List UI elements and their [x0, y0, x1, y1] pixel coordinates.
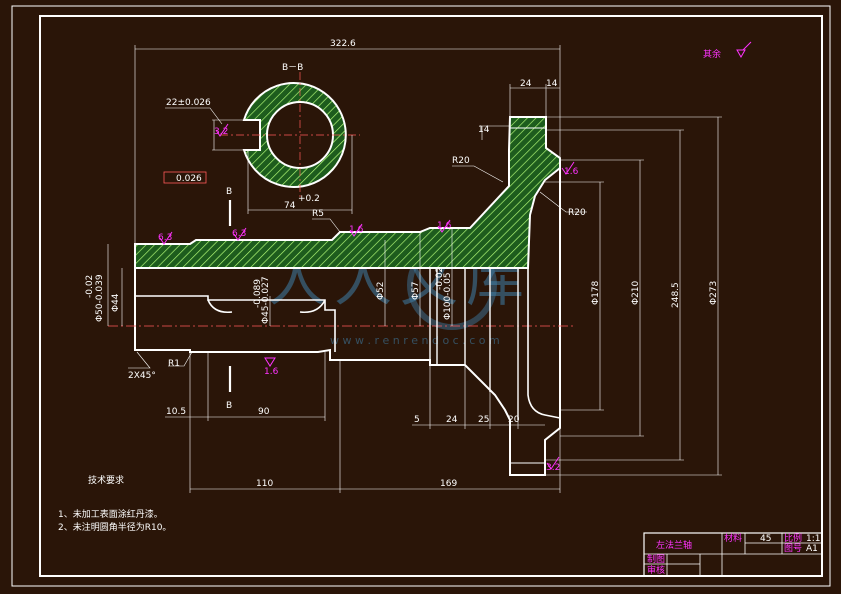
flange-fillet-lower: [527, 268, 561, 419]
notes-item-1: 1、未加工表面涂红丹漆。: [58, 508, 163, 520]
dim-phi52: Φ52: [376, 281, 386, 300]
surface-note: 其余: [703, 48, 721, 60]
dim-5: 5: [414, 415, 420, 425]
dim-flatness: 0.026: [176, 174, 202, 184]
roughness-value-4: 1.6: [437, 221, 452, 231]
drawing-no-label: 图号: [784, 543, 802, 554]
r20-leader-b: [539, 191, 587, 213]
dim-24: 24: [520, 79, 532, 89]
dim-r20-b: R20: [568, 208, 586, 218]
dim-phi100-tol: -0.02: [435, 267, 445, 290]
dim-keyway-width: 22±0.026: [166, 98, 211, 108]
dim-phi273: Φ273: [709, 281, 719, 305]
dim-248: 248.5: [671, 282, 681, 308]
dim-chamfer: 2X45°: [128, 371, 156, 381]
roughness-mark-5: [215, 123, 229, 137]
dim-20: 20: [508, 415, 520, 425]
checker-label: 审核: [647, 564, 665, 576]
bore-fillet-left: [207, 299, 233, 314]
section-hatched-ring: [242, 82, 347, 188]
scale-value: 1:1: [806, 534, 820, 544]
notes-heading: 技术要求: [88, 474, 124, 486]
dim-phi50: Φ50-0.039: [95, 274, 105, 322]
roughness-mark-4: [437, 219, 451, 233]
material-value: 45: [760, 534, 771, 544]
roughness-mark-1: [159, 231, 173, 245]
designer-label: 制图: [647, 553, 665, 565]
dim-r5: R5: [312, 209, 324, 219]
cut-mark-bottom: B: [226, 401, 232, 411]
section-view: [165, 72, 360, 214]
dim-14-top: 14: [478, 125, 490, 135]
roughness-mark-2: [233, 227, 247, 241]
dim-r1: R1: [168, 359, 180, 369]
roughness-value-7: 3.2: [546, 463, 560, 473]
dim-phi57: Φ57: [411, 281, 421, 300]
dim-keyway-tol: +0.2: [298, 194, 320, 204]
dim-110: 110: [256, 479, 273, 489]
section-label: B－B: [282, 63, 303, 73]
roughness-value-2: 6.3: [232, 229, 246, 239]
cut-mark-top: B: [226, 187, 232, 197]
roughness-mark-7: [546, 456, 560, 470]
roughness-value-1: 6.3: [158, 233, 172, 243]
dim-phi210: Φ210: [631, 280, 641, 305]
part-name: 左法兰轴: [656, 539, 692, 551]
hatched-wall: [134, 116, 561, 269]
sheet-inner-border: [39, 15, 823, 577]
material-label: 材料: [724, 532, 742, 544]
r20-leader-a: [452, 165, 504, 183]
surface-note-mark: [736, 41, 752, 59]
roughness-mark-8: [264, 357, 276, 367]
dimension-lines: [107, 45, 722, 493]
dim-14: 14: [546, 79, 558, 89]
title-block: [643, 532, 823, 577]
dim-phi50-tol: -0.02: [85, 275, 95, 298]
technical-notes: 技术要求 1、未加工表面涂红丹漆。 2、未注明圆角半径为R10。: [58, 474, 171, 533]
r1-leader: [168, 351, 193, 367]
dim-keyway-depth: 74: [284, 201, 296, 211]
dim-10-5: 10.5: [166, 407, 186, 417]
watermark-url: w w w . r e n r e n d o c . c o m: [330, 334, 500, 347]
dim-phi178: Φ178: [591, 280, 601, 305]
roughness-symbols: [159, 41, 752, 470]
flatness-frame: [163, 171, 207, 184]
dim-25: 25: [478, 415, 489, 425]
scale-label: 比例: [784, 532, 802, 544]
roughness-value-5: 3.2: [214, 127, 228, 137]
title-block-texts: 左法兰轴 材料 45 比例 1:1 图号 A1 制图 审核: [647, 532, 820, 576]
dim-phi45-tol: -0.089: [253, 279, 263, 308]
part-outline: [134, 168, 561, 476]
d14-leader: [481, 125, 510, 140]
roughness-value-6: 1.6: [564, 167, 579, 177]
roughness-value-8: 1.6: [264, 367, 279, 377]
keyway-width-leader: [165, 107, 223, 125]
roughness-values: 6.3 6.3 1.6 1.6 3.2 1.6 3.2 1.6 其余: [158, 48, 721, 473]
dimension-texts: 322.6 24 14 22±0.026 0.026 74 +0.2 14 R2…: [85, 39, 719, 489]
roughness-value-3: 1.6: [349, 225, 364, 235]
bore-fillet-right: [299, 299, 326, 314]
r5-leader: [312, 218, 341, 233]
dim-phi44: Φ44: [111, 293, 121, 312]
dim-r20-a: R20: [452, 156, 470, 166]
drawing-no-value: A1: [806, 544, 818, 554]
title-block-frame: [643, 532, 823, 577]
sheet-outer-border: [11, 5, 831, 587]
roughness-mark-3: [349, 223, 363, 237]
notes-item-2: 2、未注明圆角半径为R10。: [58, 521, 171, 533]
chamfer-leader: [128, 351, 151, 369]
dim-90: 90: [258, 407, 270, 417]
dim-169: 169: [440, 479, 457, 489]
dim-overall-length: 322.6: [330, 39, 356, 49]
dim-phi100: Φ100-0.05: [443, 272, 453, 320]
dim-phi45: Φ45-0.027: [261, 276, 271, 324]
dim-24b: 24: [446, 415, 458, 425]
roughness-mark-6: [561, 161, 575, 175]
